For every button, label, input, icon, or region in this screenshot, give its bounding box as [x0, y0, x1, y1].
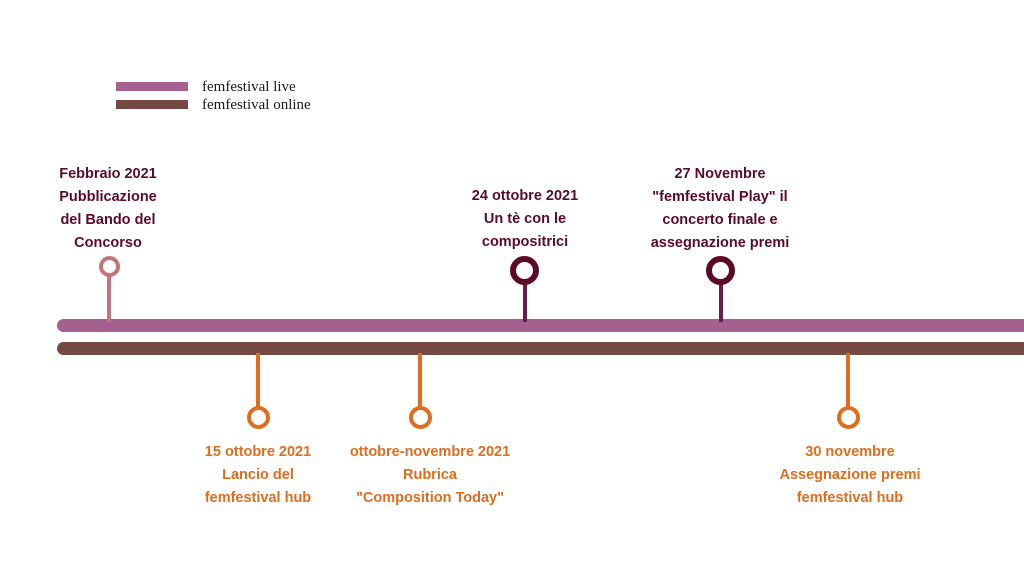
- event-label-15-october-2021: 15 ottobre 2021 Lancio del femfestival h…: [204, 444, 312, 506]
- event-stem: [256, 353, 260, 409]
- event-label-24-october-2021: 24 ottobre 2021 Un tè con le compositric…: [471, 188, 579, 250]
- legend-label-live: femfestival live: [202, 79, 296, 95]
- event-stem: [523, 280, 527, 322]
- event-label-27-november: 27 Novembre "femfestival Play" il concer…: [650, 166, 790, 251]
- legend-label-online: femfestival online: [202, 97, 311, 113]
- event-stem: [846, 353, 850, 409]
- timeline-track-online: [57, 342, 1024, 355]
- event-pin-dark: [706, 256, 735, 285]
- event-stem: [418, 353, 422, 409]
- legend-swatch-online: [116, 100, 188, 109]
- event-pin-orange: [247, 406, 270, 429]
- event-stem: [719, 280, 723, 322]
- event-pin-light: [99, 256, 120, 277]
- timeline-track-live: [57, 319, 1024, 332]
- event-label-october-november-2021: ottobre-novembre 2021 Rubrica "Compositi…: [349, 444, 511, 506]
- event-pin-dark: [510, 256, 539, 285]
- event-pin-orange: [837, 406, 860, 429]
- event-label-30-november: 30 novembre Assegnazione premi femfestiv…: [779, 444, 921, 506]
- event-stem: [107, 272, 111, 322]
- legend-swatch-live: [116, 82, 188, 91]
- event-label-february-2021: Febbraio 2021 Pubblicazione del Bando de…: [59, 166, 157, 251]
- event-pin-orange: [409, 406, 432, 429]
